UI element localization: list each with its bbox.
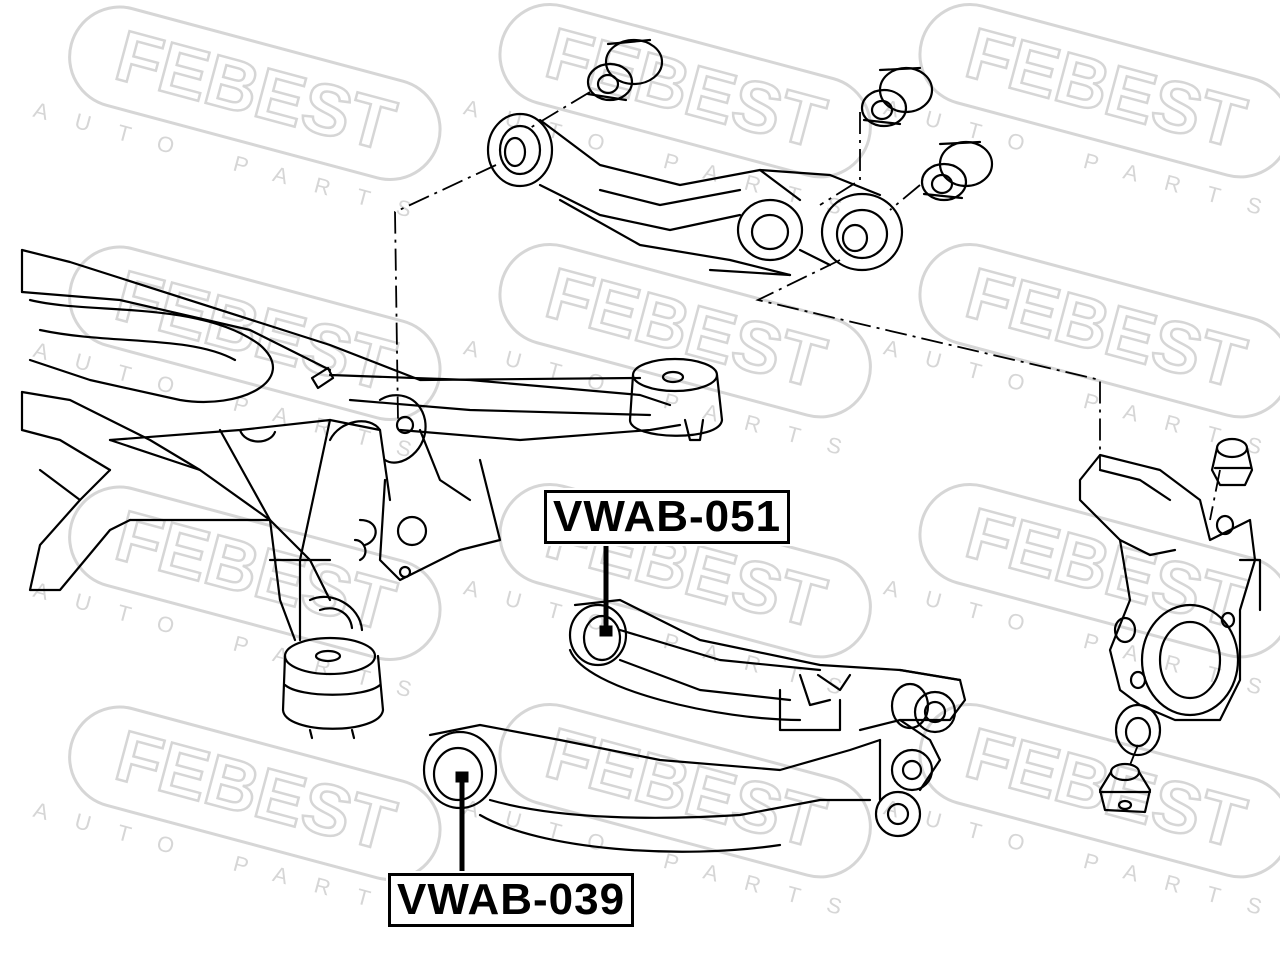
part-number-label: VWAB-039 xyxy=(385,871,637,929)
bushing-knuckle-bottom xyxy=(1098,762,1152,814)
upper-control-arm xyxy=(486,112,904,277)
part-number-label: VWAB-051 xyxy=(541,488,793,546)
bushing-knuckle-top xyxy=(1210,437,1254,487)
watermark-tile: FEBEST AUTO PARTS xyxy=(881,482,1280,707)
guide-line xyxy=(529,91,591,129)
watermark-tile: FEBEST AUTO PARTS xyxy=(461,242,872,467)
watermark-tile: FEBEST AUTO PARTS xyxy=(31,5,442,229)
wheel-carrier-knuckle xyxy=(1078,453,1262,757)
lower-control-arm-front xyxy=(568,598,967,734)
watermark-tile: FEBEST AUTO PARTS xyxy=(881,242,1280,467)
guide-line xyxy=(819,112,861,206)
watermark-tile: FEBEST AUTO PARTS xyxy=(461,2,872,227)
watermark-tile: FEBEST AUTO PARTS xyxy=(881,702,1280,927)
bushing-upper-3 xyxy=(920,140,994,202)
bushing-upper-2 xyxy=(860,66,934,128)
guide-line xyxy=(889,184,921,211)
guide-line xyxy=(1127,744,1139,771)
line-art xyxy=(20,38,1262,853)
guide-line xyxy=(1209,469,1221,521)
assembly-guide-lines xyxy=(394,91,1221,771)
subframe-mount-bushing-right xyxy=(628,357,724,442)
guide-line xyxy=(394,164,497,421)
subframe-mount-bushing-bottom xyxy=(281,595,385,740)
leader-tip-051 xyxy=(599,625,613,637)
bushing-upper-1 xyxy=(586,38,664,102)
lower-control-arm-rear xyxy=(422,718,942,853)
guide-line xyxy=(755,259,1101,470)
callout-leaders xyxy=(455,536,613,876)
subframe xyxy=(20,248,682,642)
leader-tip-039 xyxy=(455,771,469,783)
